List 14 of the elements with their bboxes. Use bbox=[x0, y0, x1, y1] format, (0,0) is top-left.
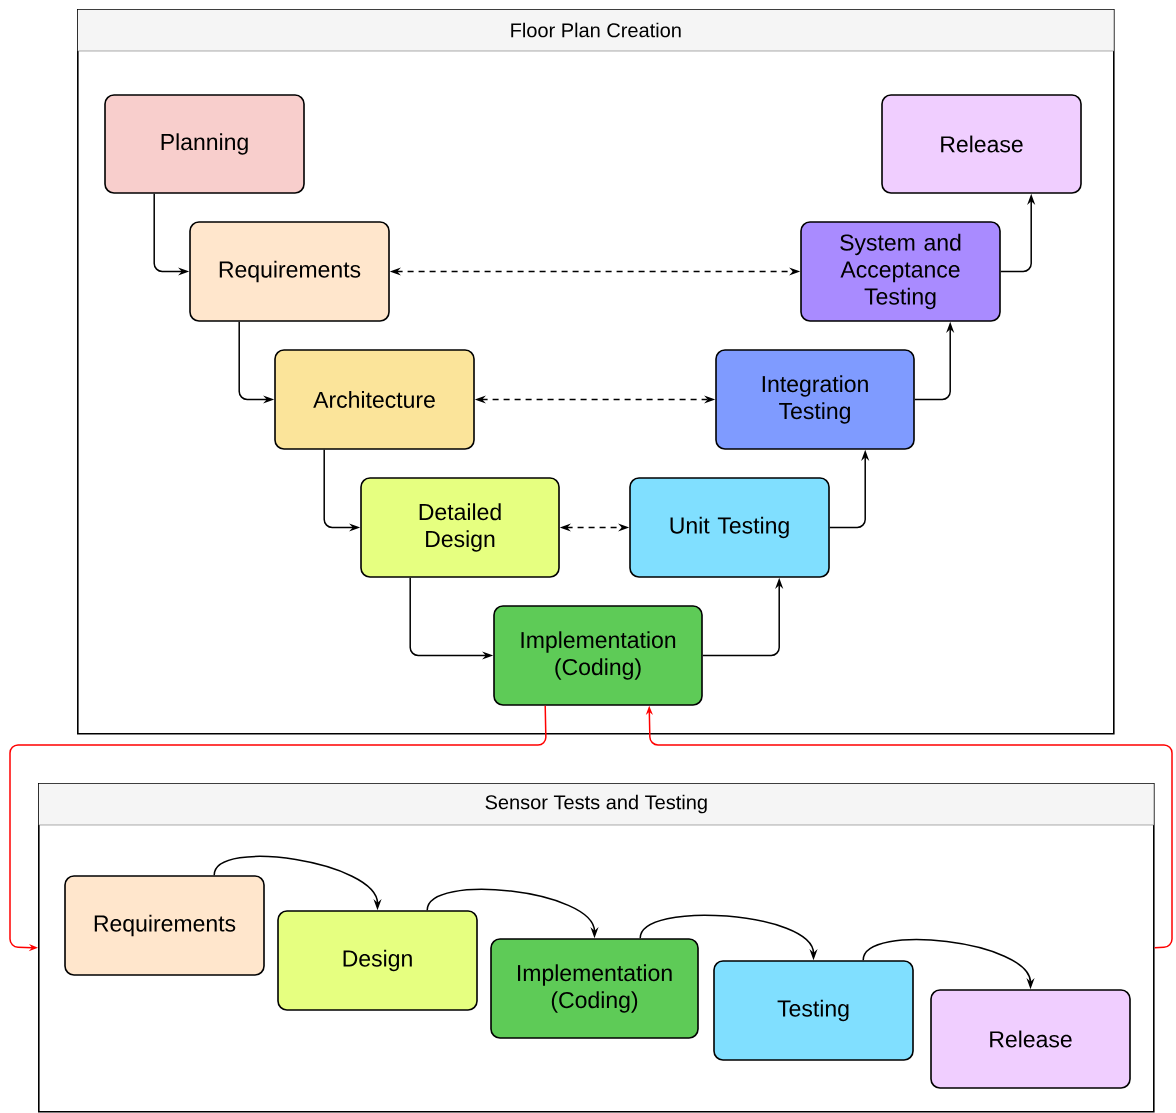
process-box: Release bbox=[881, 94, 1082, 194]
process-box: Unit Testing bbox=[629, 477, 830, 578]
process-box: Implementation (Coding) bbox=[490, 938, 699, 1039]
process-box: Architecture bbox=[274, 349, 475, 450]
process-box: Planning bbox=[104, 94, 305, 194]
process-box: Implementation (Coding) bbox=[493, 605, 703, 706]
process-box: Requirements bbox=[189, 221, 390, 322]
process-box: Integration Testing bbox=[715, 349, 915, 450]
process-box: Requirements bbox=[64, 875, 265, 976]
process-box: Testing bbox=[713, 960, 914, 1061]
process-box: System and Acceptance Testing bbox=[800, 221, 1001, 322]
process-box: Release bbox=[930, 989, 1131, 1089]
process-box: Design bbox=[277, 910, 478, 1011]
process-box: Detailed Design bbox=[360, 477, 560, 578]
